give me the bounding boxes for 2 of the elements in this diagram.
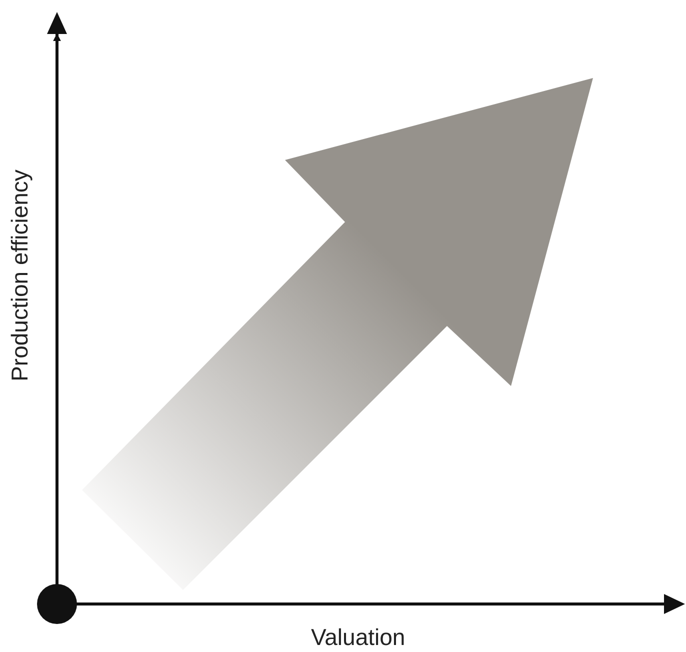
y-axis-label: Production efficiency — [8, 169, 32, 381]
x-axis-label: Valuation — [311, 626, 406, 648]
